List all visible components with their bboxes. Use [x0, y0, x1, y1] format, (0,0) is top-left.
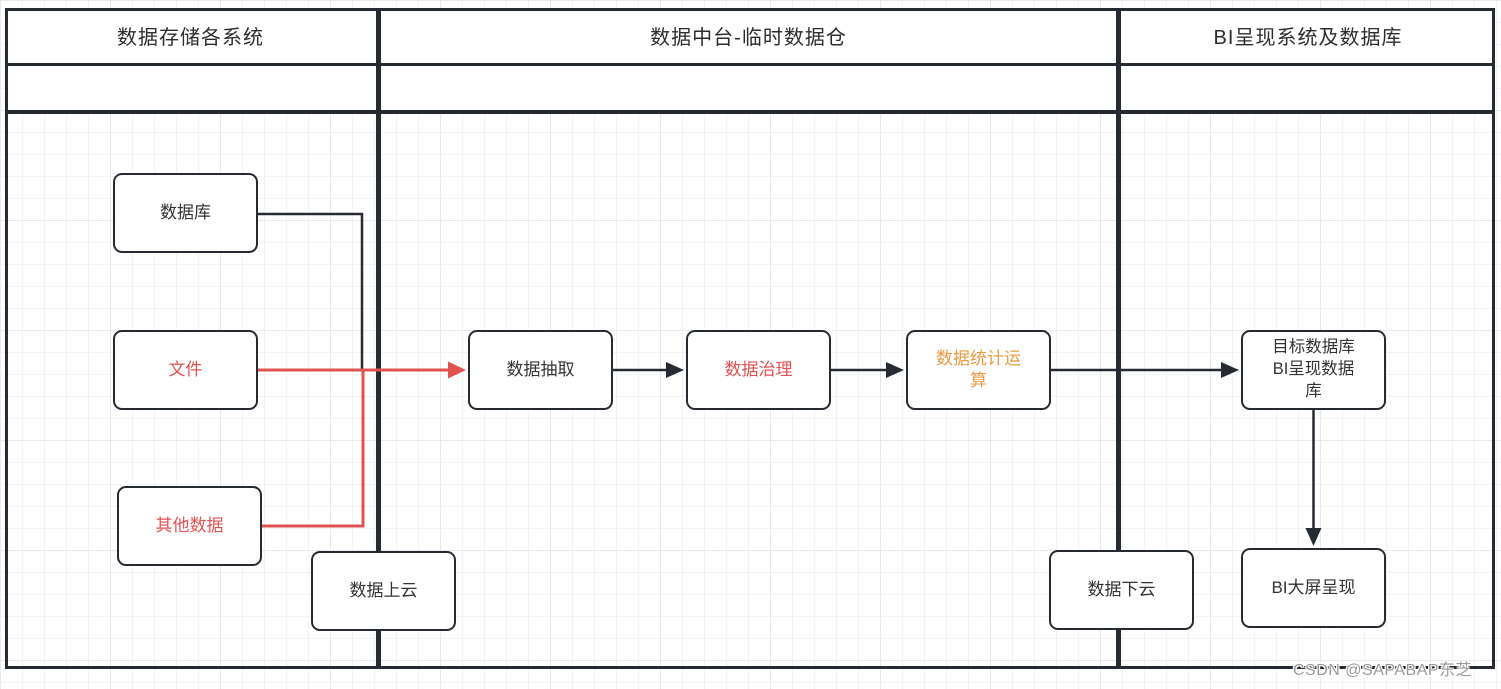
node-files: 文件 [113, 330, 258, 410]
node-data-upload-cloud: 数据上云 [311, 551, 456, 631]
node-database: 数据库 [113, 173, 258, 253]
node-other-data: 其他数据 [117, 486, 262, 566]
node-bi-dashboard: BI大屏呈现 [1241, 548, 1386, 628]
lane-title-bi-presentation: BI呈现系统及数据库 [1213, 27, 1403, 49]
subtitle-row-separator [5, 110, 1495, 114]
pool-subtitle-band [8, 66, 1492, 110]
lane-title-data-middle-platform: 数据中台-临时数据仓 [650, 27, 847, 49]
title-row-separator [5, 63, 1495, 66]
node-data-statistics: 数据统计运 算 [906, 330, 1051, 410]
lane-title-storage-systems: 数据存储各系统 [117, 27, 264, 49]
lane-divider-2 [1116, 8, 1121, 669]
node-data-governance: 数据治理 [686, 330, 831, 410]
lane-divider-1 [376, 8, 381, 669]
pool-frame [5, 8, 1495, 669]
pool-title-band [8, 11, 1492, 63]
csdn-watermark: CSDN @SAPABAP东芝 [1293, 662, 1473, 679]
node-data-extraction: 数据抽取 [468, 330, 613, 410]
node-data-download-cloud: 数据下云 [1049, 550, 1194, 630]
node-target-database: 目标数据库 BI呈现数据 库 [1241, 330, 1386, 410]
